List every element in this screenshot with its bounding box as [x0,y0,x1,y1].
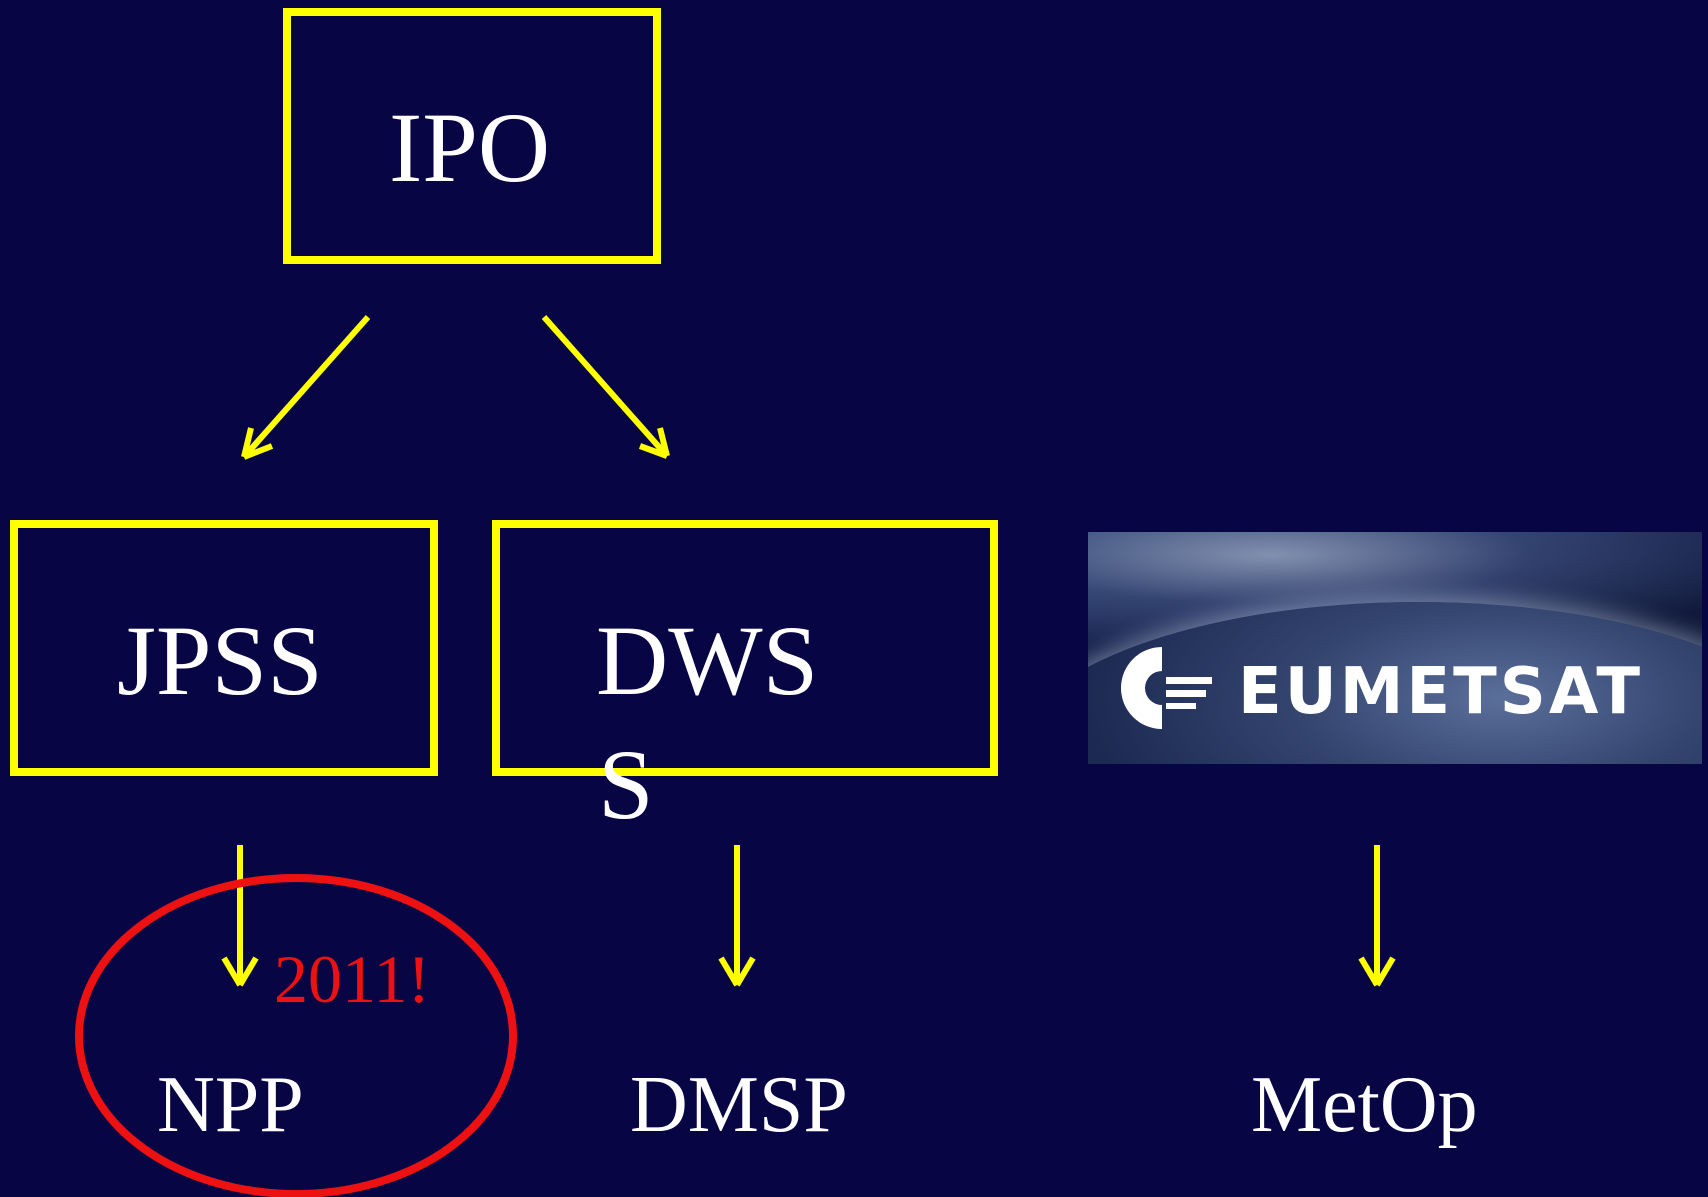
arrow-eumetsat-to-metop [1358,845,1396,987]
arrow-ipo-to-jpss [241,315,371,460]
dwss-label-line2: S [598,729,654,840]
dmsp-label: DMSP [630,1061,848,1149]
arrow-dwss-to-dmsp [718,845,756,987]
eumetsat-logo-text: EUMETSAT [1238,655,1644,729]
dwss-label-line1: DWS [596,605,819,716]
eumetsat-logo: EUMETSAT [1088,532,1702,764]
arrow-ipo-to-dwss [541,315,670,459]
arrow-jpss-to-npp [221,845,259,987]
npp-label: NPP [157,1061,304,1149]
jpss-label: JPSS [117,605,323,716]
dwss-box [492,520,998,776]
ipo-box [283,8,661,264]
jpss-box [10,520,438,776]
highlight-ellipse [75,874,517,1197]
metop-label: MetOp [1251,1061,1478,1149]
ipo-label: IPO [389,92,551,203]
annotation-2011: 2011! [274,941,431,1017]
eumetsat-symbol-icon [1120,647,1212,729]
